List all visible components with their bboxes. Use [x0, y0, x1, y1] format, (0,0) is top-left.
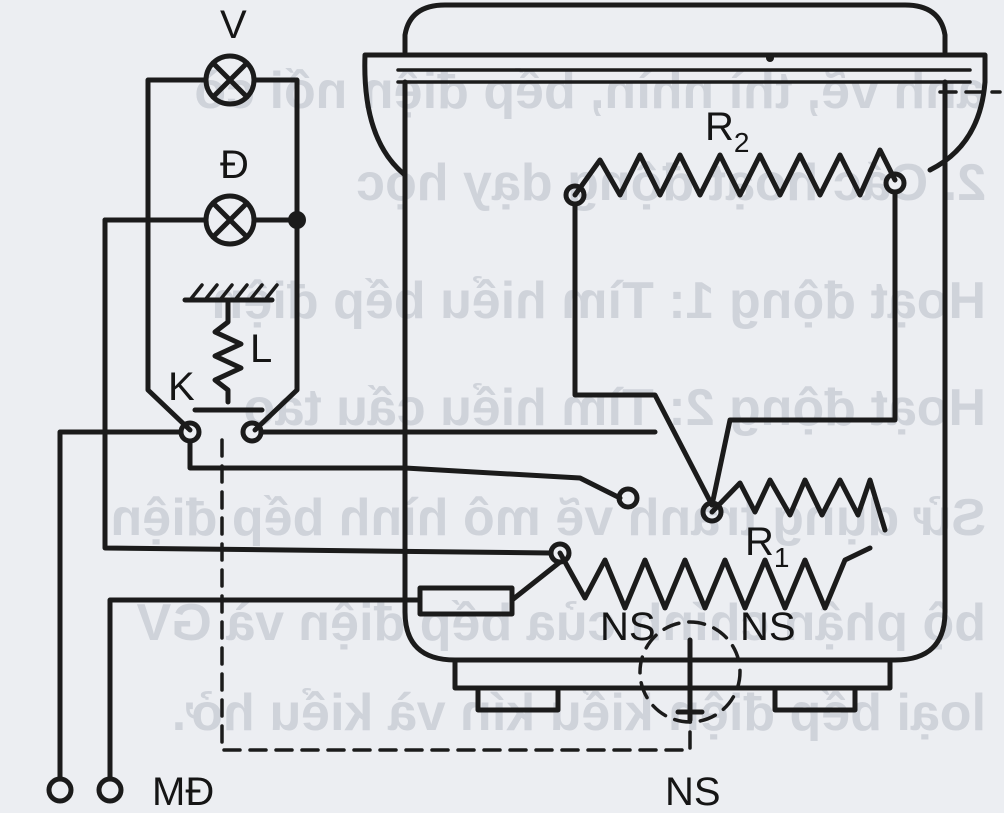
wire-lamp-d-to-r1 [102, 217, 554, 556]
power-terminal-label: MĐ [152, 770, 214, 813]
wire-r2-right-down [709, 189, 898, 508]
bleed-through-text: anh vẽ, thì nhìn, bếp điện nối cò 2. Các… [111, 62, 986, 742]
wire-fuse-to-terminal [107, 597, 423, 781]
lamp-d [203, 193, 257, 247]
lamp-d-junction-dot [288, 211, 306, 229]
bleed-line-4: Hoạt động 2: Tìm hiểu cấu tạo [244, 379, 986, 437]
power-terminal-left[interactable] [46, 776, 74, 804]
lamp-v-label: V [220, 3, 247, 47]
relay-coil-label: L [250, 327, 272, 371]
relay-ground-hatch [188, 283, 279, 302]
resistor-r1-subscript: 1 [774, 542, 790, 573]
lamp-v-cross-2 [210, 60, 250, 100]
wire-r2-left-down [572, 201, 715, 508]
relay-coil [182, 283, 279, 413]
bleed-line-2: 2. Các hoạt động dạy học [356, 154, 986, 212]
stove-rim-dot [766, 54, 774, 62]
wire-main-left [57, 429, 184, 781]
lamp-d-label: Đ [220, 143, 249, 187]
ground-dashed-line [220, 438, 692, 752]
resistor-r2-letter: R [705, 105, 734, 149]
ns-label-right: NS [740, 605, 796, 649]
lamp-v [203, 53, 257, 107]
resistor-r1-lower-zigzag [557, 545, 873, 611]
bleed-line-7: loại bếp điện kiểu kín và kiểu hở. [172, 684, 986, 742]
stove-dome [402, 2, 948, 55]
ns-label-left: NS [600, 605, 656, 649]
relay-spring [212, 297, 244, 405]
power-terminal-right[interactable] [96, 776, 124, 804]
resistor-r1-label: R1 [745, 520, 789, 573]
ns-label-bottom: NS [665, 770, 721, 813]
resistor-r2: R2 [563, 105, 907, 207]
bleed-line-3: Hoạt động 1: Tìm hiểu bếp điện [212, 272, 986, 330]
resistor-r1-letter: R [745, 520, 774, 564]
stove-body [362, 2, 1002, 713]
wire-contact-left-to-oval [187, 438, 623, 501]
resistor-r2-subscript: 2 [734, 127, 750, 158]
control-box-right-wire [252, 77, 300, 433]
stove-foot-right [772, 685, 858, 713]
stove-foot-left [475, 685, 561, 713]
resistor-r1-upper-zigzag [709, 477, 888, 533]
resistor-r2-zigzag [572, 147, 898, 198]
stove-base-plate [452, 657, 893, 691]
control-box-left-wire [145, 77, 208, 433]
bleed-line-6: bộ phận chính của bếp điện và GV [136, 594, 986, 652]
resistor-r1-terminal-mid[interactable] [700, 500, 724, 524]
bleed-line-5: Sử dụng tranh vẽ mô hình bếp điện [111, 489, 986, 547]
wire-fuse-to-r1 [509, 559, 563, 603]
relay-contact-label: K [168, 365, 195, 409]
lamp-v-circle [203, 53, 257, 107]
lamp-d-cross-2 [210, 200, 250, 240]
resistor-r2-label: R2 [705, 105, 749, 158]
